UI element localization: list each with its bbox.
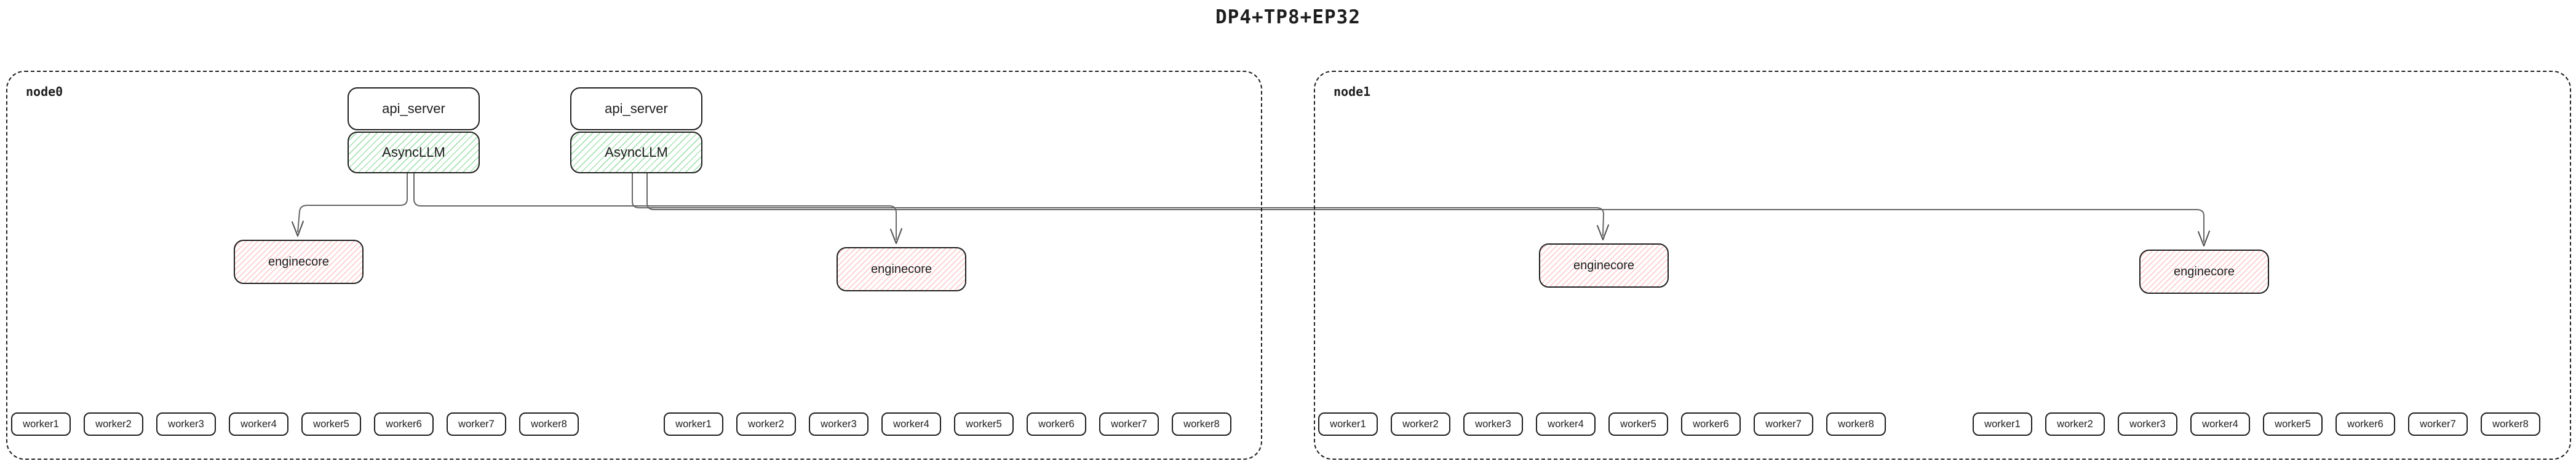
worker-box: worker1 xyxy=(1973,412,2032,436)
asyncllm-box-2: AsyncLLM xyxy=(570,132,702,173)
worker-box: worker6 xyxy=(374,412,434,436)
enginecore-box-4: enginecore xyxy=(2139,250,2269,294)
node1-label: node1 xyxy=(1334,84,1371,99)
worker-box: worker7 xyxy=(1099,412,1159,436)
worker-box: worker1 xyxy=(11,412,71,436)
worker-box: worker3 xyxy=(809,412,869,436)
worker-group-3: worker1 worker2 worker3 worker4 worker5 … xyxy=(1318,412,1886,436)
worker-box: worker8 xyxy=(2481,412,2540,436)
api-server-box-1: api_server xyxy=(348,87,480,130)
enginecore-box-3: enginecore xyxy=(1539,243,1669,288)
worker-box: worker5 xyxy=(1608,412,1668,436)
worker-box: worker5 xyxy=(954,412,1014,436)
enginecore-box-2: enginecore xyxy=(837,247,966,291)
worker-box: worker4 xyxy=(229,412,288,436)
node0-label: node0 xyxy=(26,84,63,99)
enginecore-box-1: enginecore xyxy=(234,240,364,284)
worker-box: worker2 xyxy=(2045,412,2105,436)
worker-box: worker1 xyxy=(1318,412,1378,436)
worker-box: worker4 xyxy=(2190,412,2250,436)
worker-box: worker3 xyxy=(2118,412,2177,436)
worker-box: worker3 xyxy=(156,412,216,436)
worker-box: worker5 xyxy=(2263,412,2323,436)
worker-box: worker2 xyxy=(736,412,796,436)
worker-box: worker8 xyxy=(519,412,579,436)
worker-box: worker4 xyxy=(1536,412,1596,436)
worker-box: worker5 xyxy=(301,412,361,436)
worker-box: worker8 xyxy=(1172,412,1231,436)
worker-box: worker2 xyxy=(84,412,143,436)
worker-box: worker8 xyxy=(1826,412,1886,436)
worker-box: worker7 xyxy=(447,412,506,436)
worker-box: worker6 xyxy=(1027,412,1086,436)
worker-box: worker6 xyxy=(1681,412,1741,436)
worker-group-4: worker1 worker2 worker3 worker4 worker5 … xyxy=(1973,412,2540,436)
worker-box: worker3 xyxy=(1463,412,1523,436)
node1-container: node1 enginecore enginecore worker1 work… xyxy=(1314,71,2571,460)
asyncllm-box-1: AsyncLLM xyxy=(348,132,480,173)
node0-container: node0 api_server AsyncLLM api_server Asy… xyxy=(6,71,1262,460)
worker-box: worker7 xyxy=(1754,412,1813,436)
worker-box: worker6 xyxy=(2335,412,2395,436)
worker-box: worker4 xyxy=(881,412,941,436)
worker-group-1: worker1 worker2 worker3 worker4 worker5 … xyxy=(11,412,579,436)
worker-box: worker1 xyxy=(664,412,723,436)
worker-group-2: worker1 worker2 worker3 worker4 worker5 … xyxy=(664,412,1231,436)
worker-box: worker2 xyxy=(1391,412,1450,436)
worker-box: worker7 xyxy=(2408,412,2468,436)
diagram-title: DP4+TP8+EP32 xyxy=(1215,6,1361,28)
api-server-box-2: api_server xyxy=(570,87,702,130)
